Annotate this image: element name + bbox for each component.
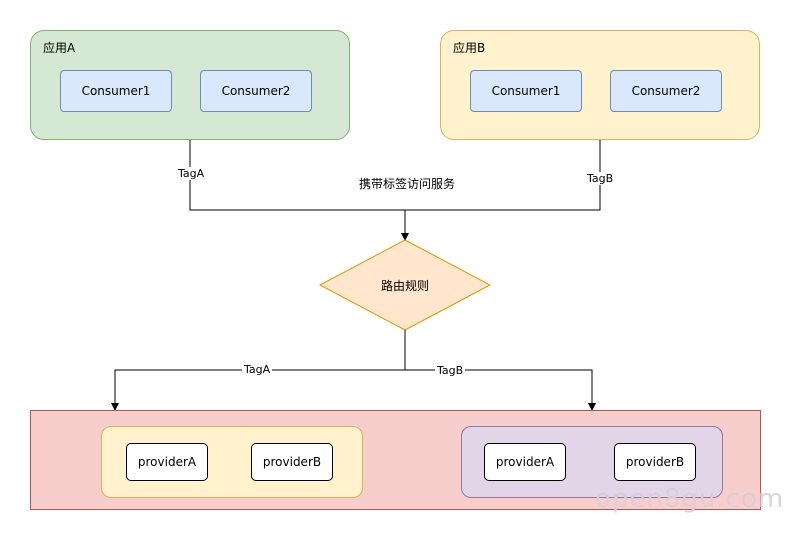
- edge-label-tag-b-top: TagB: [585, 172, 616, 185]
- edge-label-tag-b-bottom: TagB: [435, 364, 466, 377]
- provider-group-right: providerA providerB: [461, 426, 723, 498]
- edge-label-merge: 携带标签访问服务: [357, 177, 458, 191]
- app-a-container: 应用A Consumer1 Consumer2: [30, 30, 350, 140]
- provider-a-left[interactable]: providerA: [126, 443, 208, 481]
- provider-group-left: providerA providerB: [101, 426, 363, 498]
- provider-b-right[interactable]: providerB: [614, 443, 696, 481]
- provider-b-left[interactable]: providerB: [251, 443, 333, 481]
- edge-label-tag-a-top: TagA: [176, 167, 207, 180]
- decision-label: 路由规则: [380, 278, 429, 293]
- watermark: open8gu.com: [595, 484, 785, 514]
- edge-app-a-to-merge: [189, 140, 405, 211]
- app-b-consumer-1[interactable]: Consumer1: [470, 70, 582, 112]
- app-b-title: 应用B: [453, 41, 486, 55]
- providers-container: providerA providerB providerA providerB: [30, 410, 761, 510]
- edge-decision-to-right: [405, 369, 596, 411]
- app-a-consumer-1[interactable]: Consumer1: [60, 70, 172, 112]
- app-a-consumer-2[interactable]: Consumer2: [200, 70, 312, 112]
- app-b-consumer-2[interactable]: Consumer2: [610, 70, 722, 112]
- provider-a-right[interactable]: providerA: [484, 443, 566, 481]
- edge-app-b-to-merge: [405, 140, 601, 211]
- edge-label-tag-a-bottom: TagA: [242, 363, 273, 376]
- app-a-title: 应用A: [43, 41, 76, 55]
- app-b-container: 应用B Consumer1 Consumer2: [440, 30, 760, 140]
